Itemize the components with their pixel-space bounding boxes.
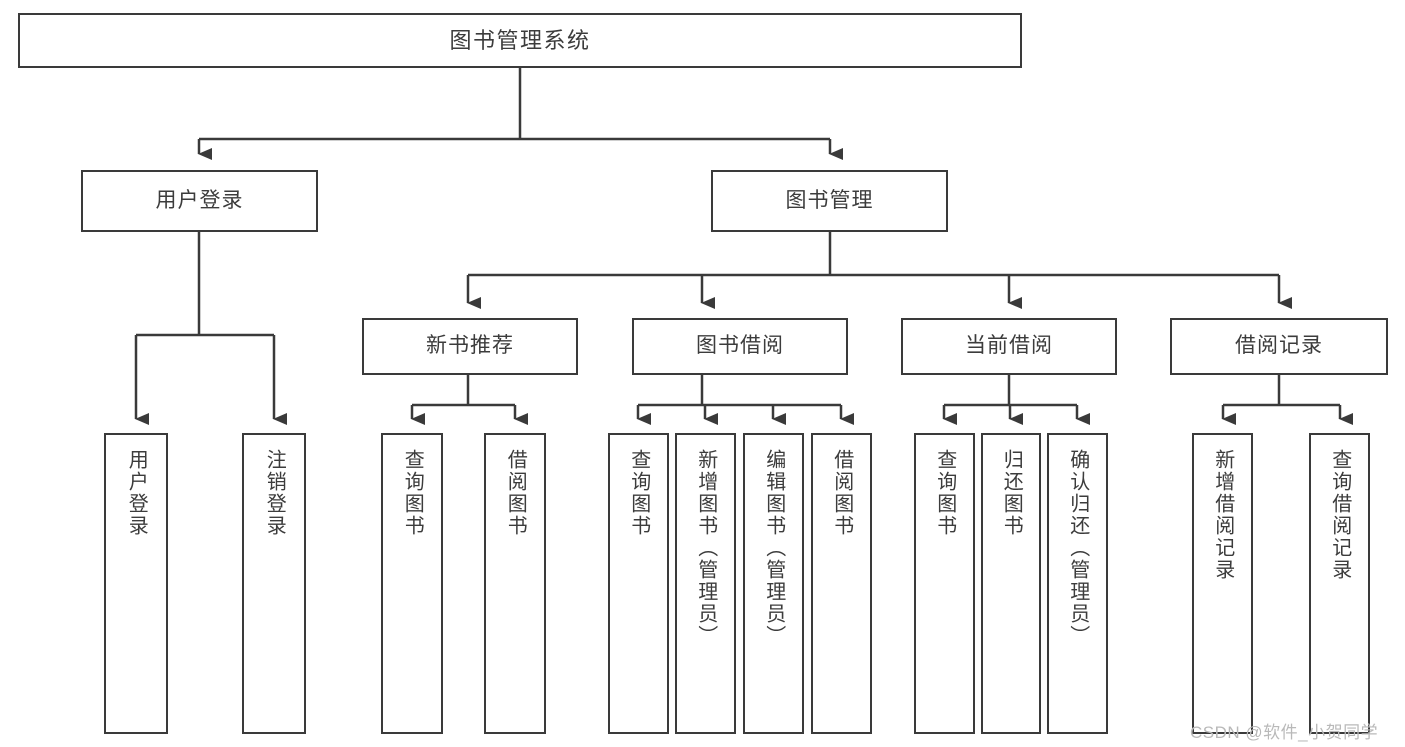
node-leaf-borrow-book[interactable]: 借阅图书 (811, 433, 872, 734)
node-label: 借阅记录 (1235, 334, 1323, 358)
node-label: 查询图书 (933, 449, 956, 537)
node-leaf-query-book-borrow[interactable]: 查询图书 (608, 433, 669, 734)
watermark-csdn: CSDN @软件_小贺同学 (1190, 723, 1379, 742)
node-leaf-query-borrow-record[interactable]: 查询借阅记录 (1309, 433, 1370, 734)
node-label: 借阅图书 (830, 449, 853, 537)
node-label: 查询图书 (627, 449, 650, 537)
node-book-borrow[interactable]: 图书借阅 (632, 318, 848, 375)
node-label: 图书借阅 (696, 334, 784, 358)
node-label: 用户登录 (125, 449, 148, 537)
node-label: 查询图书 (401, 449, 424, 537)
node-label: 确认归还（管理员） (1066, 449, 1089, 647)
node-label: 借阅图书 (504, 449, 527, 537)
node-label: 编辑图书（管理员） (762, 449, 785, 647)
node-label: 图书管理系统 (449, 27, 591, 53)
node-label: 用户登录 (155, 188, 244, 212)
node-leaf-edit-book[interactable]: 编辑图书（管理员） (743, 433, 804, 734)
node-borrow-record[interactable]: 借阅记录 (1170, 318, 1388, 375)
node-current-borrow[interactable]: 当前借阅 (901, 318, 1117, 375)
node-label: 新增图书（管理员） (694, 449, 717, 647)
node-label: 查询借阅记录 (1328, 449, 1351, 581)
node-leaf-logout-login[interactable]: 注销登录 (242, 433, 306, 734)
node-label: 归还图书 (1000, 449, 1023, 537)
node-label: 当前借阅 (965, 334, 1053, 358)
node-leaf-query-book-current[interactable]: 查询图书 (914, 433, 975, 734)
node-root-book-management-system[interactable]: 图书管理系统 (18, 13, 1022, 68)
node-leaf-user-login[interactable]: 用户登录 (104, 433, 168, 734)
node-leaf-add-borrow-record[interactable]: 新增借阅记录 (1192, 433, 1253, 734)
node-leaf-add-book[interactable]: 新增图书（管理员） (675, 433, 736, 734)
node-label: 新增借阅记录 (1211, 449, 1234, 581)
node-user-login[interactable]: 用户登录 (81, 170, 318, 232)
node-label: 图书管理 (785, 188, 874, 212)
node-leaf-return-book[interactable]: 归还图书 (981, 433, 1041, 734)
node-leaf-confirm-return[interactable]: 确认归还（管理员） (1047, 433, 1108, 734)
node-leaf-query-book-recommend[interactable]: 查询图书 (381, 433, 443, 734)
node-leaf-borrow-book-recommend[interactable]: 借阅图书 (484, 433, 546, 734)
node-label: 注销登录 (263, 449, 286, 537)
node-label: 新书推荐 (426, 334, 514, 358)
node-new-book-recommend[interactable]: 新书推荐 (362, 318, 578, 375)
node-book-manage[interactable]: 图书管理 (711, 170, 948, 232)
